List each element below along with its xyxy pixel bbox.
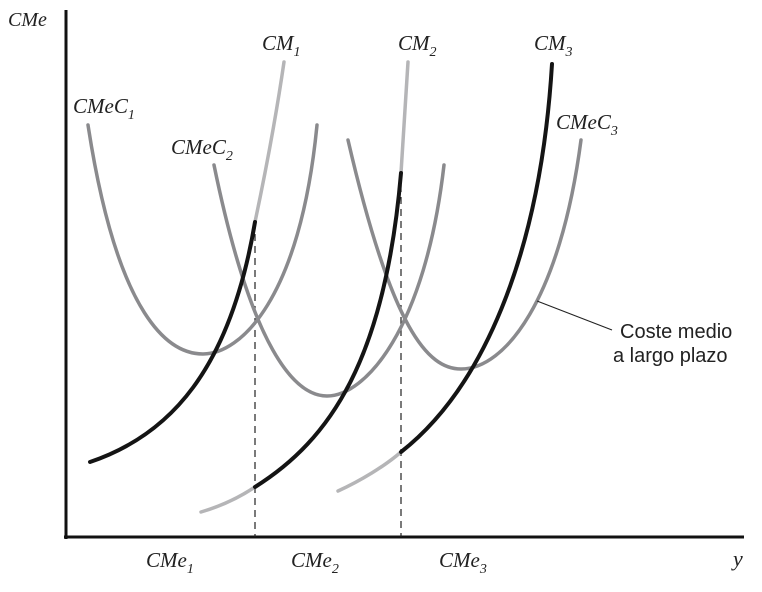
short-run-average-cost-label-2: CMeC2	[171, 135, 233, 164]
marginal-cost-label-3: CM3	[534, 31, 573, 60]
marginal-cost-curve-2-middle	[253, 171, 403, 489]
x-tick-label-1: CMe1	[146, 548, 194, 577]
short-run-average-cost-curve-1	[86, 123, 319, 356]
marginal-cost-curve-1-lower	[88, 220, 257, 464]
marginal-cost-curve-1-upper	[253, 60, 286, 224]
short-run-average-cost-label-1: CMeC1	[73, 94, 135, 123]
short-run-average-cost-curve-3	[346, 138, 583, 371]
x-tick-label-3: CMe3	[439, 548, 487, 577]
annotation-leader-line	[536, 300, 613, 331]
short-run-average-cost-curve-2	[212, 163, 446, 398]
marginal-cost-curve-2-upper	[399, 60, 410, 175]
x-tick-label-2: CMe2	[291, 548, 339, 577]
marginal-cost-curve-2-lower	[199, 485, 257, 514]
long-run-cost-annotation-line-1: Coste medio	[620, 321, 732, 343]
y-axis-label: CMe	[8, 9, 47, 31]
marginal-cost-label-1: CM1	[262, 31, 301, 60]
marginal-cost-label-2: CM2	[398, 31, 437, 60]
short-run-average-cost-label-3: CMeC3	[556, 110, 618, 139]
long-run-cost-annotation-line-2: a largo plazo	[613, 345, 728, 367]
marginal-cost-curve-3-lower	[336, 450, 403, 493]
marginal-cost-curve-3-upper	[399, 62, 554, 454]
axes	[64, 10, 744, 539]
x-axis-label: y	[731, 546, 743, 571]
